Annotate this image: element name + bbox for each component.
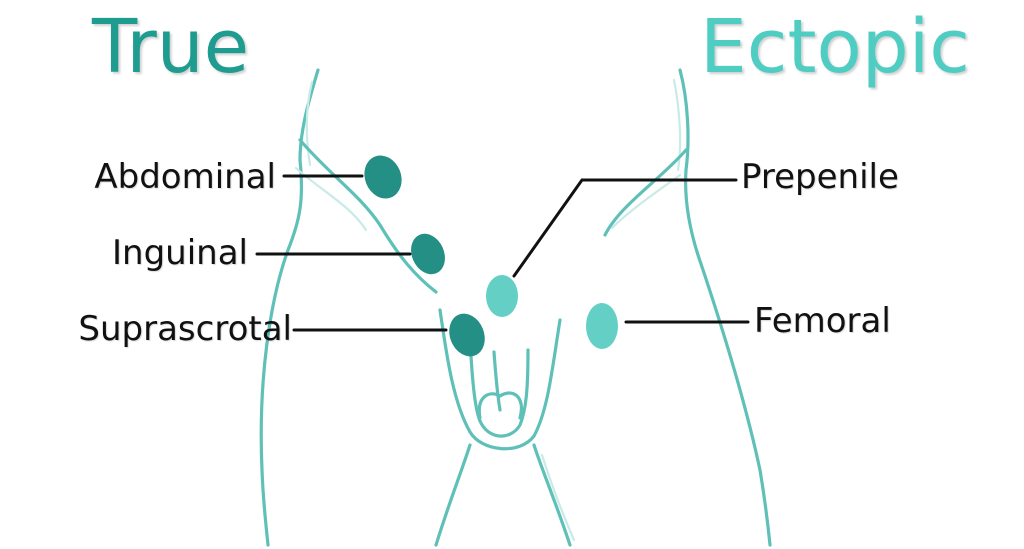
- right-torso-outline: [678, 68, 772, 547]
- true-heading: True: [92, 4, 250, 90]
- right-inner-thigh: [532, 443, 572, 547]
- left-torso-shadow: [305, 80, 314, 167]
- right-torso-shadow: [672, 78, 682, 172]
- right-inguinal-crease: [603, 148, 688, 237]
- left-torso-outline: [259, 68, 320, 547]
- marker-inguinal: [411, 233, 445, 275]
- marker-prepenile: [486, 275, 518, 317]
- left-inner-thigh: [434, 443, 472, 547]
- leader-lines: [255, 174, 750, 332]
- glans-outline: [477, 391, 523, 420]
- penis-outline: [468, 338, 530, 438]
- label-suprascrotal: Suprascrotal: [78, 309, 292, 349]
- marker-suprascrotal: [449, 313, 485, 357]
- label-abdominal: Abdominal: [94, 157, 276, 197]
- ectopic-heading: Ectopic: [700, 4, 970, 90]
- scrotal-line: [492, 350, 502, 412]
- left-inguinal-crease: [298, 138, 438, 294]
- label-inguinal: Inguinal: [112, 233, 248, 273]
- label-prepenile: Prepenile: [741, 157, 899, 197]
- right-inner-thigh-shadow: [540, 453, 576, 542]
- marker-abdominal: [364, 155, 402, 199]
- marker-femoral: [586, 303, 618, 349]
- right-crease-shadow: [610, 173, 682, 230]
- testis-markers: [364, 155, 618, 357]
- body-outline: [259, 68, 772, 547]
- left-crease-shadow: [294, 166, 368, 232]
- label-femoral: Femoral: [754, 301, 891, 341]
- leader-prepenile: [512, 178, 738, 278]
- scrotum-outline: [438, 308, 562, 451]
